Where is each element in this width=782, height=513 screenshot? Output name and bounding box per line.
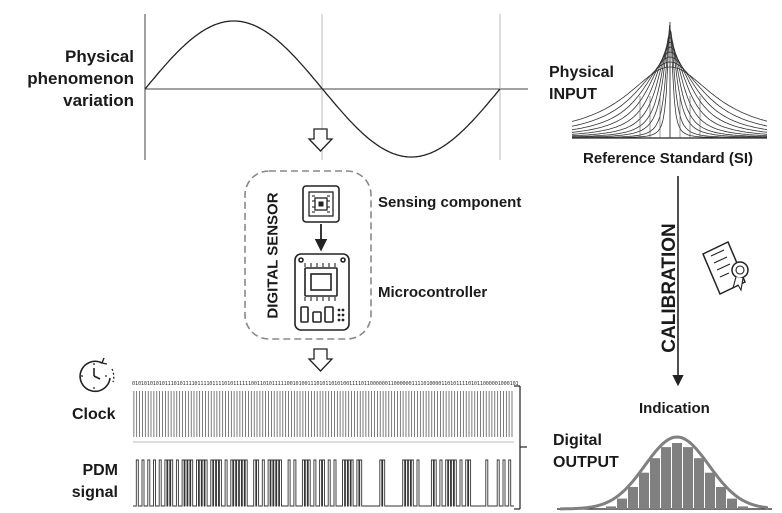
input-curve bbox=[571, 41, 768, 137]
signal-traces bbox=[133, 385, 527, 510]
input-curve bbox=[572, 31, 767, 138]
clock-label: Clock bbox=[72, 406, 116, 423]
stopwatch-icon bbox=[79, 357, 115, 393]
input-curve bbox=[572, 36, 767, 138]
gaussian-curve bbox=[560, 435, 769, 511]
chip-icon bbox=[302, 185, 340, 223]
input-curve bbox=[571, 66, 768, 122]
sensing-component-label: Sensing component bbox=[378, 194, 522, 211]
histogram-bar bbox=[617, 498, 627, 509]
physical-variation-line3: variation bbox=[63, 91, 134, 110]
pdm-waveform bbox=[133, 459, 514, 507]
histogram-bar bbox=[628, 487, 638, 509]
hollow-arrow-1 bbox=[307, 128, 334, 152]
physical-input-line2: INPUT bbox=[549, 86, 597, 103]
indication-label: Indication bbox=[639, 400, 710, 417]
physical-variation-line2: phenomenon bbox=[27, 69, 134, 88]
sine-wave bbox=[144, 20, 501, 158]
physical-input-label: Physical INPUT bbox=[549, 62, 614, 106]
input-curve bbox=[571, 46, 768, 135]
input-distribution-curves bbox=[571, 22, 768, 139]
histogram-bar bbox=[639, 472, 649, 509]
physical-variation-label: Physical phenomenon variation bbox=[6, 46, 134, 112]
bitstream-text: 0101010101011101011110111101111010111111… bbox=[132, 381, 518, 387]
input-curve bbox=[571, 61, 768, 127]
digital-sensor-box bbox=[244, 170, 372, 340]
physical-input-line1: Physical bbox=[549, 64, 614, 81]
output-histogram bbox=[557, 435, 772, 511]
hollow-arrow-2 bbox=[307, 348, 334, 372]
input-curve bbox=[571, 51, 768, 133]
histogram-bar bbox=[661, 447, 671, 509]
physical-variation-line1: Physical bbox=[65, 47, 134, 66]
digital-output-line1: Digital bbox=[553, 432, 602, 449]
histogram-bar bbox=[672, 443, 682, 509]
digital-output-label: Digital OUTPUT bbox=[553, 430, 619, 474]
pdm-signal-label: PDM signal bbox=[60, 460, 118, 504]
histogram-bar bbox=[694, 458, 704, 509]
digital-output-line2: OUTPUT bbox=[553, 454, 619, 471]
pdm-label-line2: signal bbox=[71, 484, 118, 501]
histogram-bar bbox=[727, 498, 737, 509]
input-curve bbox=[571, 56, 768, 131]
histogram-bar bbox=[716, 487, 726, 509]
reference-standard-label: Reference Standard (SI) bbox=[583, 150, 754, 167]
histogram-bar bbox=[683, 447, 693, 509]
certificate-icon bbox=[702, 240, 749, 296]
histogram-bar bbox=[705, 472, 715, 509]
microcontroller-label: Microcontroller bbox=[378, 284, 488, 301]
input-curve bbox=[572, 27, 767, 139]
histogram-bar bbox=[738, 506, 748, 509]
pdm-label-line1: PDM bbox=[82, 462, 118, 479]
histogram-bar bbox=[606, 506, 616, 509]
histogram-bar bbox=[650, 458, 660, 509]
microcontroller-board-icon bbox=[294, 253, 350, 331]
sine-wave-panel bbox=[144, 14, 528, 160]
